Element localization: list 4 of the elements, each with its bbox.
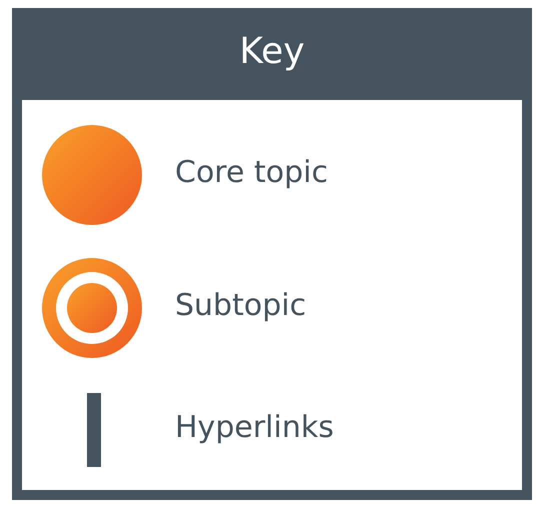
legend-label: Hyperlinks [175,409,334,447]
legend-label: Core topic [175,154,328,192]
legend-label: Subtopic [175,287,306,325]
legend-title: Key [238,30,306,74]
